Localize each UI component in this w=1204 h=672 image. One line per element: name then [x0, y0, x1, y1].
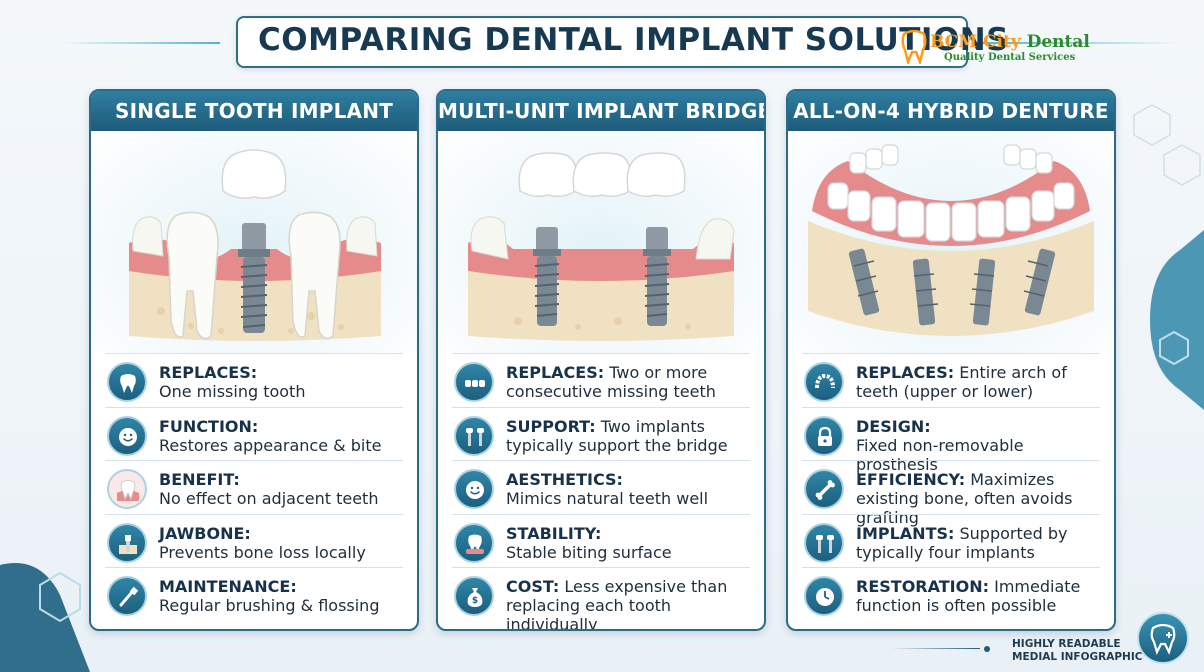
card-title: ALL-ON-4 HYBRID DENTURE [788, 91, 1114, 131]
logo-tagline: Quality Dental Services [944, 52, 1076, 63]
list-item: DESIGN:Fixed non-removable prosthesis [802, 406, 1100, 474]
page-title: COMPARING DENTAL IMPLANT SOLUTIONS [258, 22, 1010, 58]
card-title: SINGLE TOOTH IMPLANT [91, 91, 417, 131]
row-label: REPLACES: [159, 363, 258, 382]
card-single-tooth-implant: SINGLE TOOTH IMPLANT [89, 89, 419, 631]
row-label: MAINTENANCE: [159, 577, 297, 596]
implant-bridge-illustration [438, 131, 764, 353]
list-item: $ COST: Less expensive than replacing ea… [452, 567, 750, 629]
implants-icon [804, 522, 844, 563]
single-implant-illustration [91, 131, 417, 353]
teeth-row-icon [454, 362, 494, 402]
logo-name: BCM City Dental [930, 32, 1090, 52]
card-rows: REPLACES: Entire arch of teeth (upper or… [788, 353, 1114, 621]
row-label: IMPLANTS: [856, 523, 955, 543]
list-item: REPLACES: Two or more consecutive missin… [452, 353, 750, 407]
row-label: RESTORATION: [856, 577, 990, 596]
row-label: REPLACES: [856, 363, 955, 382]
footer-dot [984, 646, 990, 652]
card-multi-unit-implant-bridge: MULTI-UNIT IMPLANT BRIDGE [436, 89, 766, 631]
row-value: Supported by typically four implants [856, 523, 1068, 562]
row-value: Less expensive than replacing each tooth… [506, 577, 728, 631]
hybrid-denture-illustration [788, 131, 1114, 353]
row-value: Entire arch of teeth (upper or lower) [856, 363, 1067, 401]
list-item: SUPPORT: Two implants typically support … [452, 406, 750, 461]
row-value: Regular brushing & flossing [159, 596, 380, 615]
row-value: Immediate function is often possible [856, 577, 1081, 615]
title-box [236, 16, 968, 68]
row-label: COST: [506, 577, 560, 596]
tooth-plus-icon [1137, 612, 1189, 664]
list-item: MAINTENANCE:Regular brushing & flossing [105, 567, 403, 621]
list-item: STABILITY:Stable biting surface [452, 513, 750, 568]
corner-decor-bottom-left [0, 563, 90, 672]
right-hex-decor [1133, 104, 1201, 186]
row-value: Two or more consecutive missing teeth [506, 363, 716, 401]
tooth-icon [107, 362, 147, 402]
card-title: MULTI-UNIT IMPLANT BRIDGE [438, 91, 764, 131]
row-value: Restores appearance & bite [159, 435, 382, 455]
money-bag-icon: $ [454, 576, 494, 616]
lock-icon [804, 415, 844, 456]
row-value: Two implants typically support the bridg… [506, 416, 728, 455]
tooth-gum-icon [454, 522, 494, 563]
right-edge-decor [1150, 230, 1204, 410]
footer-line2: MEDIAL INFOGRAPHIC [1012, 651, 1143, 663]
implant-bone-icon [107, 522, 147, 563]
row-label: STABILITY: [506, 523, 602, 543]
title-decor-line-left [60, 42, 220, 44]
tooth-logo-icon [901, 30, 927, 64]
footer-line1: HIGHLY READABLE [1012, 638, 1121, 650]
list-item: AESTHETICS:Mimics natural teeth well [452, 460, 750, 514]
list-item: BENEFIT:No effect on adjacent teeth [105, 460, 403, 514]
list-item: REPLACES:One missing tooth [105, 353, 403, 407]
row-label: SUPPORT: [506, 416, 596, 436]
row-label: EFFICIENCY: [856, 470, 966, 489]
row-label: FUNCTION: [159, 416, 259, 436]
row-value: One missing tooth [159, 382, 306, 401]
card-all-on-4-hybrid-denture: ALL-ON-4 HYBRID DENTURE [786, 89, 1116, 631]
tooth-gum-icon [107, 469, 147, 509]
row-value: Fixed non-removable prosthesis [856, 435, 1024, 474]
row-value: Maximizes existing bone, often avoids gr… [856, 470, 1073, 527]
list-item: RESTORATION: Immediate function is often… [802, 567, 1100, 621]
clinic-logo: BCM City Dental Quality Dental Services [900, 28, 1100, 68]
row-value: No effect on adjacent teeth [159, 489, 379, 508]
clock-icon [804, 576, 844, 616]
dental-arch-icon [804, 362, 844, 402]
logo-name-part2: Dental [1026, 32, 1090, 52]
row-label: REPLACES: [506, 363, 605, 382]
row-value: Prevents bone loss locally [159, 542, 366, 562]
card-rows: REPLACES: Two or more consecutive missin… [438, 353, 764, 629]
list-item: FUNCTION:Restores appearance & bite [105, 406, 403, 461]
row-value: Mimics natural teeth well [506, 489, 709, 508]
row-label: DESIGN: [856, 416, 931, 436]
list-item: EFFICIENCY: Maximizes existing bone, oft… [802, 460, 1100, 527]
smile-icon [107, 415, 147, 456]
smile-icon [454, 469, 494, 509]
row-value: Stable biting surface [506, 542, 672, 562]
logo-name-part1: BCM City [930, 32, 1027, 52]
row-label: BENEFIT: [159, 470, 240, 489]
list-item: IMPLANTS: Supported by typically four im… [802, 513, 1100, 568]
toothbrush-icon [107, 576, 147, 616]
svg-text:$: $ [472, 596, 478, 606]
card-rows: REPLACES:One missing tooth FUNCTION:Rest… [91, 353, 417, 621]
list-item: REPLACES: Entire arch of teeth (upper or… [802, 353, 1100, 407]
two-implants-icon [454, 415, 494, 456]
row-label: JAWBONE: [159, 523, 251, 543]
footer-decor-line [890, 648, 980, 649]
title-decor-line-right [980, 42, 1180, 44]
bone-icon [804, 469, 844, 509]
list-item: JAWBONE:Prevents bone loss locally [105, 513, 403, 568]
row-label: AESTHETICS: [506, 470, 623, 489]
